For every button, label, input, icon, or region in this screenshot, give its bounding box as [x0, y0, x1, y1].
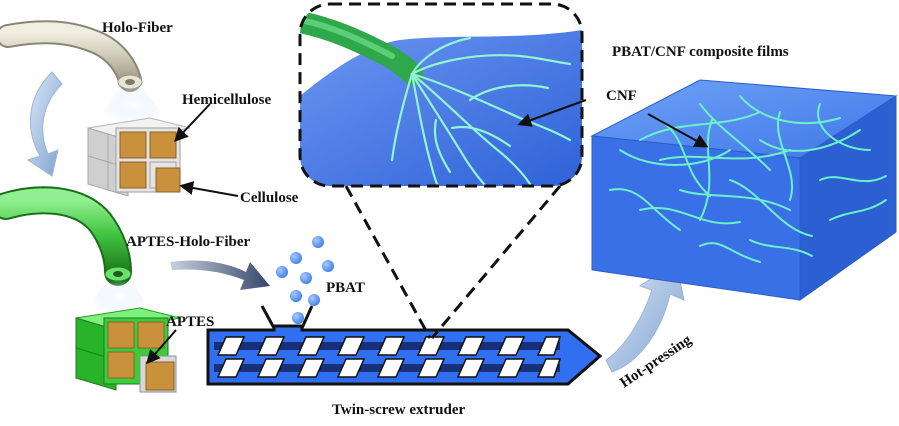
process-arrow-right — [170, 260, 270, 290]
process-arrow-down — [26, 71, 63, 177]
twin-screw-extruder-illustration — [206, 305, 603, 386]
cellulose-label: Cellulose — [240, 190, 299, 206]
cnf-label: CNF — [606, 88, 637, 104]
zoom-glow-cone-top — [98, 86, 170, 124]
zoom-callout — [298, 2, 584, 188]
pbat-label: PBAT — [326, 280, 365, 296]
screw-flights — [216, 336, 562, 378]
zoom-callout-lines — [344, 185, 562, 339]
holo-fiber-illustration — [0, 20, 143, 92]
zoom-glow-cone-bottom — [88, 280, 152, 314]
holo-fiber-label: Holo-Fiber — [102, 20, 173, 36]
aptes-label: APTES — [166, 314, 214, 330]
composite-films-label: PBAT/CNF composite films — [612, 44, 789, 60]
hot-pressing-arrow — [605, 261, 685, 373]
cnf-network — [609, 95, 887, 263]
composite-film-block — [590, 79, 898, 301]
aptes-holo-fiber-illustration — [0, 186, 132, 286]
twin-screw-extruder-label: Twin-screw extruder — [332, 402, 466, 418]
label-pointer-arrows — [146, 99, 709, 365]
hemicellulose-label: Hemicellulose — [182, 92, 271, 108]
hemicellulose-cellulose-block — [87, 117, 191, 197]
aptes-modified-block — [75, 307, 181, 393]
cnf-branches — [390, 36, 572, 186]
pbat-beads — [276, 236, 334, 342]
aptes-holo-fiber-label: APTES-Holo-Fiber — [126, 234, 251, 250]
